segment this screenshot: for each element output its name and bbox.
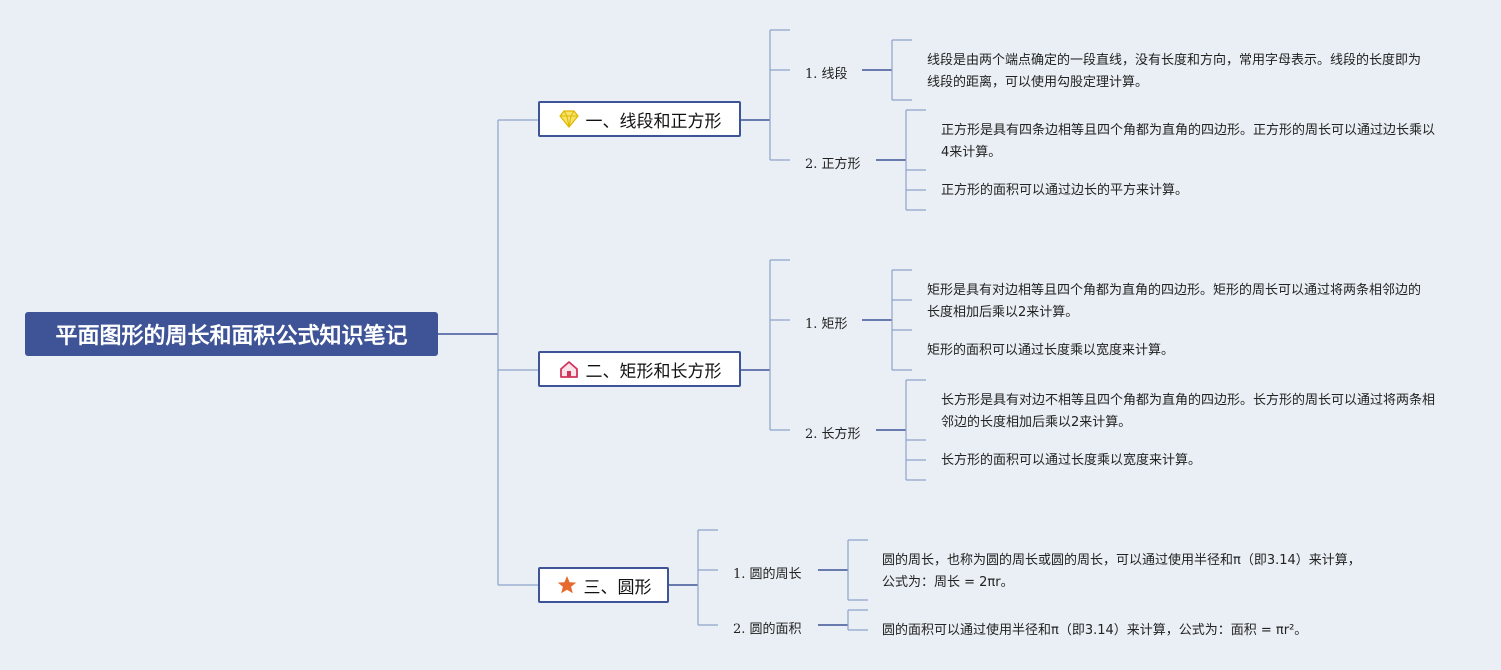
subtopic-square[interactable]: 2. 正方形 [805,157,861,172]
leaf-note: 线段是由两个端点确定的一段直线，没有长度和方向，常用字母表示。线段的长度即为线段… [927,53,1422,90]
house-icon [558,358,580,380]
subtopic-circle-area[interactable]: 2. 圆的面积 [733,622,802,637]
root-topic[interactable]: 平面图形的周长和面积公式知识笔记 [25,312,438,356]
subtopic-circle-perimeter[interactable]: 1. 圆的周长 [733,567,802,582]
subtopic-rectangle[interactable]: 1. 矩形 [805,317,848,332]
branch-segment-square[interactable]: 一、线段和正方形 [538,101,741,137]
star-icon [556,574,578,596]
leaf-note: 矩形的面积可以通过长度乘以宽度来计算。 [927,343,1175,358]
branch-title: 三、圆形 [583,577,652,598]
leaf-note: 圆的周长，也称为圆的周长或圆的周长，可以通过使用半径和π（即3.14）来计算，公… [882,553,1361,590]
leaf-note: 矩形是具有对边相等且四个角都为直角的四边形。矩形的周长可以通过将两条相邻边的长度… [927,283,1422,320]
leaf-note: 长方形是具有对边不相等且四个角都为直角的四边形。长方形的周长可以通过将两条相邻边… [941,393,1436,430]
leaf-note: 正方形的面积可以通过边长的平方来计算。 [941,183,1189,198]
branch-rectangle[interactable]: 二、矩形和长方形 [538,351,741,387]
diamond-icon [558,108,580,130]
subtopic-oblong[interactable]: 2. 长方形 [805,427,861,442]
subtopic-segment[interactable]: 1. 线段 [805,67,848,82]
leaf-note: 长方形的面积可以通过长度乘以宽度来计算。 [941,453,1202,468]
leaf-note: 正方形是具有四条边相等且四个角都为直角的四边形。正方形的周长可以通过边长乘以4来… [941,123,1436,160]
branch-circle[interactable]: 三、圆形 [538,567,669,603]
leaf-note: 圆的面积可以通过使用半径和π（即3.14）来计算，公式为：面积 = πr²。 [882,623,1308,638]
root-title: 平面图形的周长和面积公式知识笔记 [55,324,408,349]
branch-title: 二、矩形和长方形 [585,361,722,382]
branch-title: 一、线段和正方形 [585,111,722,132]
